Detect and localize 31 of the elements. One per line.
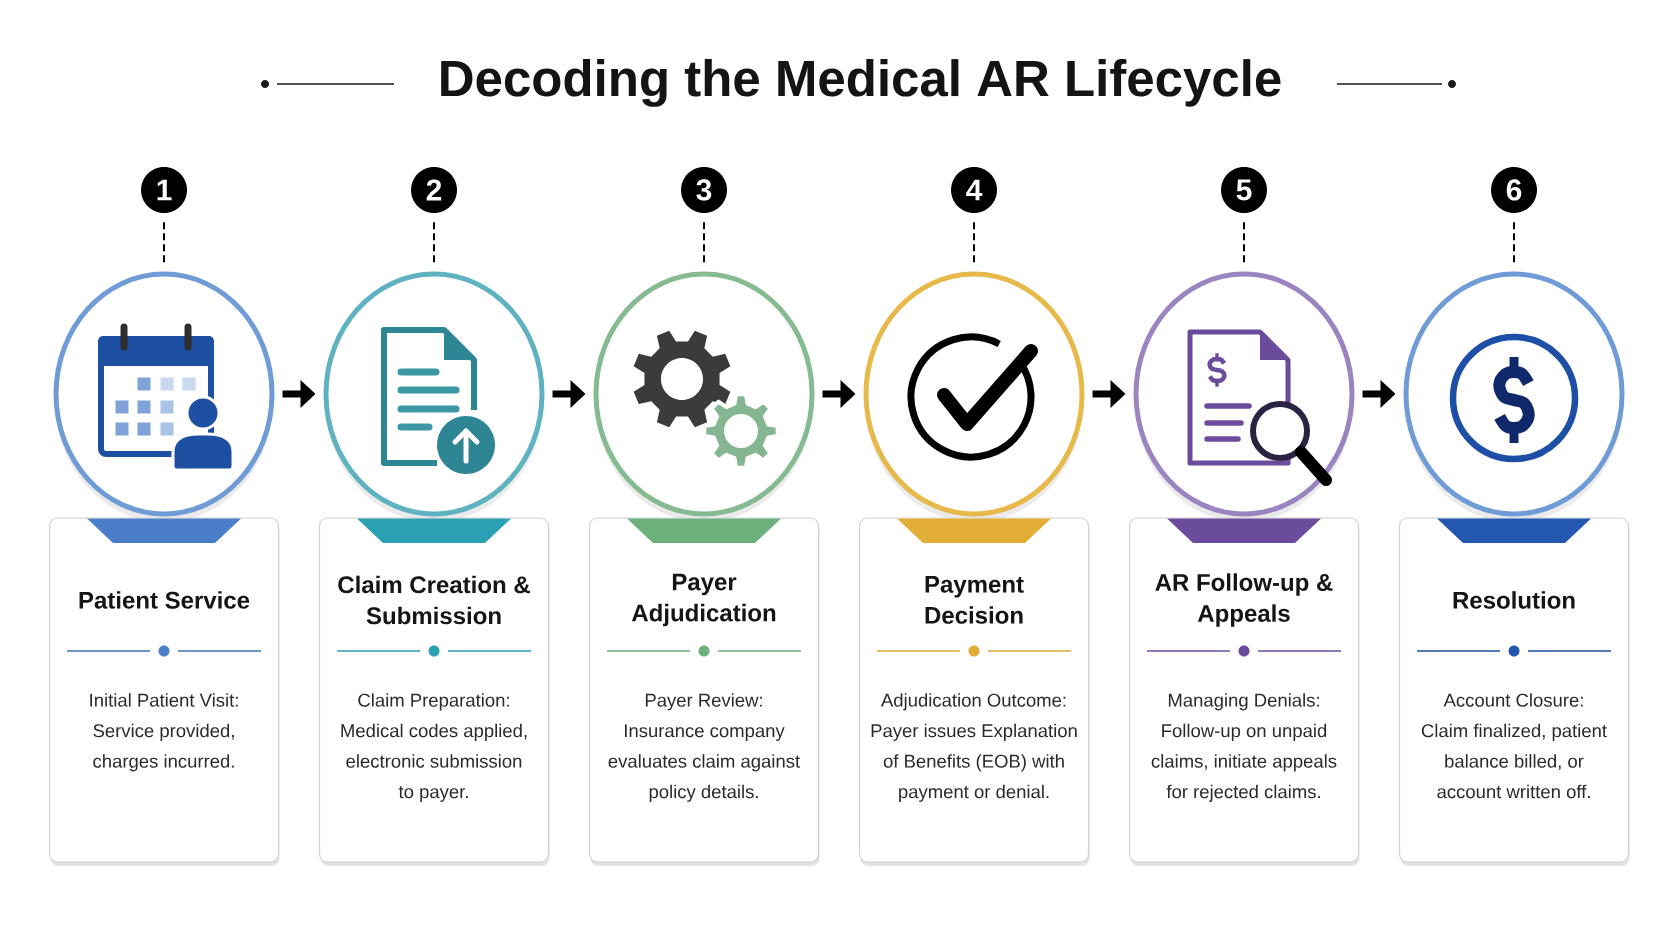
step-number: 5 <box>1221 167 1267 213</box>
step-card <box>858 517 1090 866</box>
step-number: 6 <box>1491 167 1537 213</box>
step-number: 2 <box>411 167 457 213</box>
leader-line <box>433 221 435 264</box>
step-description: Claim Preparation: Medical codes applied, electronic submission to payer. <box>341 693 527 802</box>
step-number: 3 <box>681 167 727 213</box>
step-description: Initial Patient Visit: Service provided, charges incurred. <box>90 693 238 772</box>
step-title: AR Follow-up & Appeals <box>1155 573 1333 627</box>
step-number: 4 <box>951 167 997 213</box>
step-description: Payer Review: Insurance company evaluates claim against policy details. <box>608 693 800 802</box>
step-card <box>1398 517 1630 866</box>
leader-line <box>1243 221 1245 264</box>
leader-line <box>703 221 705 264</box>
step-card <box>1128 517 1360 866</box>
step-description: Adjudication Outcome: Payer issues Explanation of Benefits (EOB) with payment or denial. <box>871 693 1077 802</box>
step-title: Payer Adjudication <box>631 573 776 627</box>
step-card <box>318 517 550 866</box>
step-title: Patient Service <box>79 591 250 609</box>
title: Decoding the Medical AR Lifecycle <box>441 59 1281 107</box>
step-card <box>588 517 820 866</box>
step-title: Resolution <box>1453 591 1575 609</box>
step-description: Managing Denials: Follow-up on unpaid claims, initiate appeals for rejected claims. <box>1151 693 1337 802</box>
step-description: Account Closure: Claim finalized, patient balance billed, or account written off. <box>1421 693 1607 799</box>
step-card <box>48 517 280 866</box>
step-title: Claim Creation & Submission <box>338 575 530 625</box>
leader-line <box>1513 221 1515 264</box>
step-number: 1 <box>141 167 187 213</box>
leader-line <box>973 221 975 264</box>
leader-line <box>163 221 165 264</box>
step-title: Payment Decision <box>925 576 1024 624</box>
